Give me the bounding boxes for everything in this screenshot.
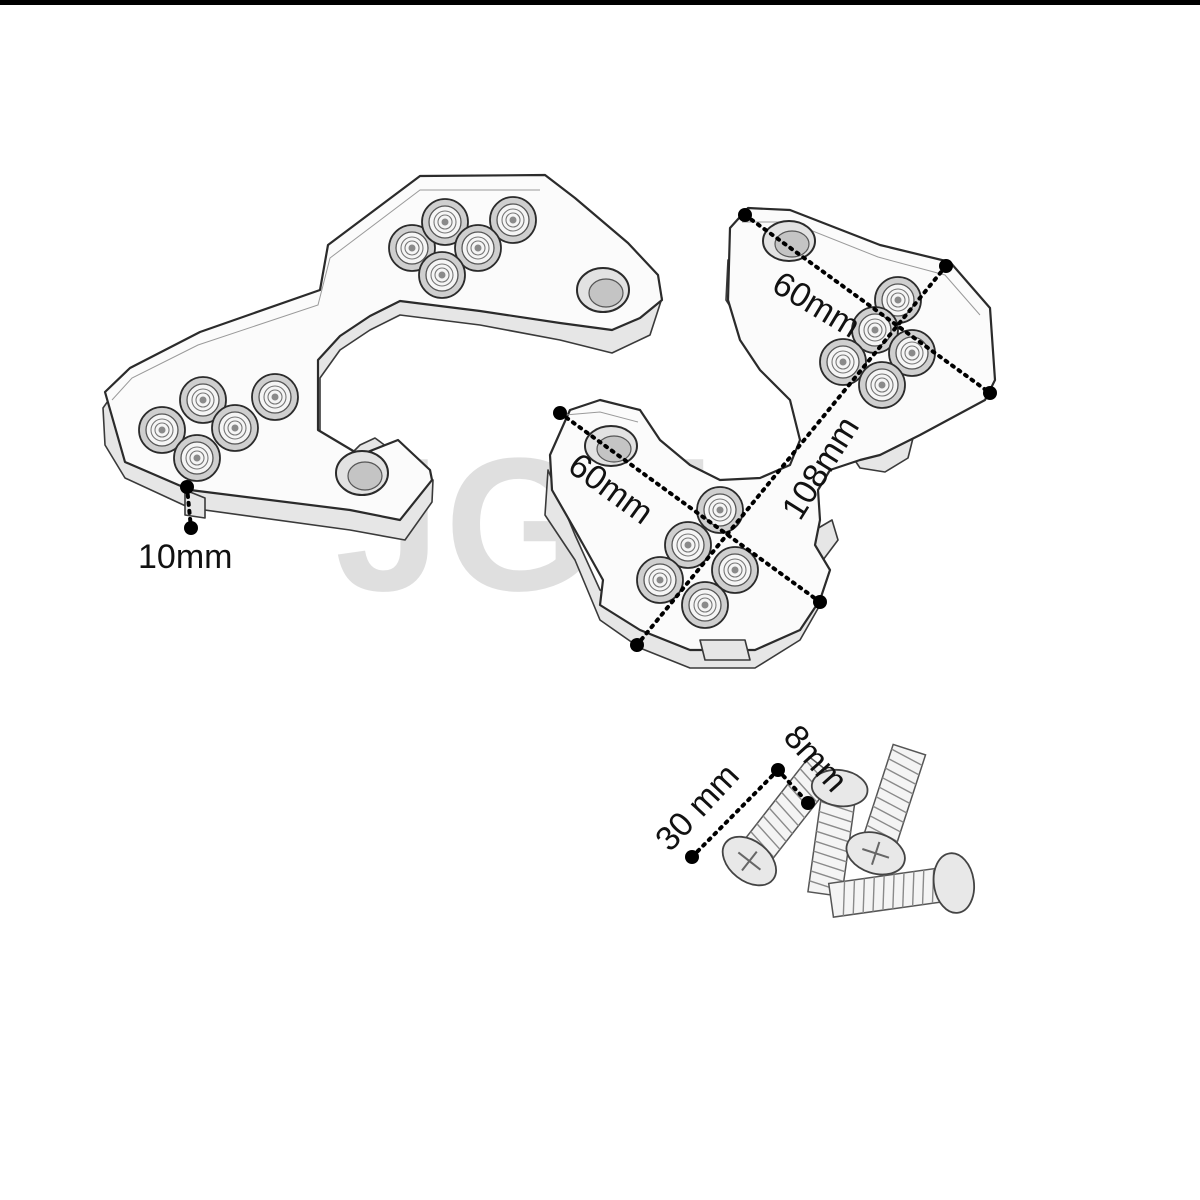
thread-hole	[388, 224, 436, 272]
thread-hole	[664, 521, 712, 569]
right-plate-mount-hole-upper	[762, 220, 816, 262]
left-mount-plate	[102, 173, 664, 541]
top-border-rule	[0, 0, 1200, 5]
thread-hole	[251, 373, 299, 421]
screw	[827, 852, 976, 918]
screw-set	[721, 743, 976, 918]
left-plate-hole-cluster-upper	[388, 196, 537, 299]
thread-hole	[421, 198, 469, 246]
thread-hole	[138, 406, 186, 454]
right-plate-hole-cluster-upper	[819, 276, 936, 409]
right-plate-mount-hole-lower	[584, 425, 638, 467]
thread-hole	[454, 224, 502, 272]
plate-thickness-label: 10mm	[138, 538, 232, 576]
screw	[845, 743, 927, 876]
dimension-plate-thickness: 10mm	[138, 480, 232, 576]
thread-hole	[819, 338, 867, 386]
thread-hole	[888, 329, 936, 377]
thread-hole	[211, 404, 259, 452]
thread-hole	[711, 546, 759, 594]
thread-hole	[696, 486, 744, 534]
thread-hole	[681, 581, 729, 629]
thread-hole	[173, 434, 221, 482]
thread-hole	[179, 376, 227, 424]
left-plate-hole-cluster-lower	[138, 373, 299, 482]
right-mount-plate	[544, 206, 997, 669]
thread-hole	[636, 556, 684, 604]
left-plate-mount-hole-upper	[576, 267, 630, 313]
thread-hole	[489, 196, 537, 244]
thread-hole	[858, 361, 906, 409]
left-plate-mount-hole-lower	[335, 450, 389, 496]
thread-hole	[418, 251, 466, 299]
